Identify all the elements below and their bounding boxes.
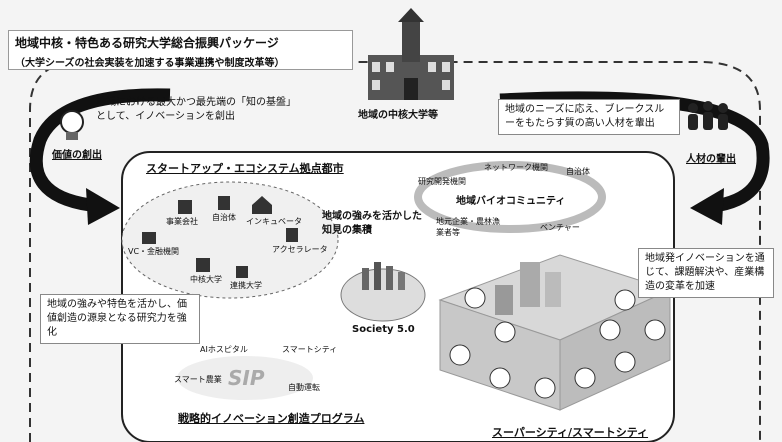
people-icon <box>688 101 728 130</box>
bio-node-local-companies: 地元企業・農林漁業者等 <box>436 217 500 237</box>
sip-item-ai-hospital: AIホスピタル <box>200 345 248 354</box>
sip-logo: SIP <box>228 366 265 390</box>
university-label: 地域の中核大学等 <box>358 110 438 121</box>
bio-node-municipality: 自治体 <box>566 167 590 176</box>
left-bottom-note: 地域の強みや特色を活かし、価値創造の源泉となる研究力を強化 <box>40 294 200 344</box>
sip-caption: 戦略的イノベーション創造プログラム <box>178 412 365 425</box>
right-top-text: 地域のニーズに応え、ブレークスルーをもたらす質の高い人材を輩出 <box>498 99 680 135</box>
startup-node-municipality: 自治体 <box>212 213 236 222</box>
sip-item-smart-agriculture: スマート農業 <box>174 375 222 384</box>
startup-title: スタートアップ・エコシステム拠点都市 <box>146 162 344 175</box>
smart-city-illustration <box>438 254 672 411</box>
society-label: Society 5.0 <box>352 324 415 335</box>
title-main: 地域中核・特色ある研究大学総合振興パッケージ <box>15 36 279 50</box>
bio-title: 地域バイオコミュニティ <box>456 196 566 207</box>
startup-node-business: 事業会社 <box>166 217 198 226</box>
center-text: 地域の強みを活かした知見の集積 <box>322 211 422 236</box>
title-box: 地域中核・特色ある研究大学総合振興パッケージ （大学シーズの社会実装を加速する事… <box>8 30 353 70</box>
startup-node-vc: VC・金融機関 <box>128 247 180 256</box>
talent-caption: 人材の輩出 <box>686 154 736 165</box>
startup-node-partner-university: 連携大学 <box>230 281 262 290</box>
value-creation-caption: 価値の創出 <box>52 150 102 161</box>
startup-node-accelerator: アクセラレータ <box>272 245 328 254</box>
sip-cloud <box>177 356 313 400</box>
society-globe-icon <box>340 262 426 322</box>
sip-item-smart-city: スマートシティ <box>282 345 338 354</box>
bio-node-network: ネットワーク機関 <box>484 163 548 172</box>
sip-item-autonomous-driving: 自動運転 <box>288 383 320 392</box>
startup-ecosystem-ellipse <box>121 181 339 299</box>
university-building-icon <box>368 8 454 100</box>
bio-node-research: 研究開発機関 <box>418 177 466 186</box>
startup-node-core-university: 中核大学 <box>190 275 222 284</box>
right-mid-note: 地域発イノベーションを通じて、課題解決や、産業構造の変革を加速 <box>638 248 774 298</box>
right-arrow-head <box>690 188 724 225</box>
bio-node-venture: ベンチャー <box>540 223 580 232</box>
startup-node-incubator: インキュベータ <box>246 217 302 226</box>
lightbulb-icon <box>60 110 84 140</box>
left-arrow-head <box>86 188 120 225</box>
left-top-text: 地域における最大かつ最先端の「知の基盤」として、イノベーションを創出 <box>96 97 291 122</box>
bio-community-ring <box>414 161 606 233</box>
left-curved-arrow <box>29 88 171 212</box>
city-caption: スーパーシティ/スマートシティ <box>492 426 649 439</box>
right-curved-arrow <box>499 91 770 212</box>
startup-node-icons <box>142 196 298 278</box>
title-sub: （大学シーズの社会実装を加速する事業連携や制度改革等） <box>15 58 285 69</box>
